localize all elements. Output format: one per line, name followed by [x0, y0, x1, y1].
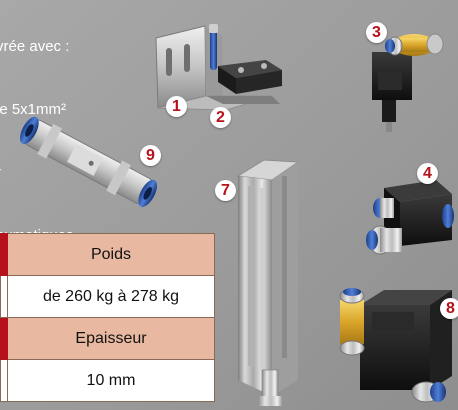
caption-line: r [0, 162, 136, 183]
cylindrical-fitting-part [20, 116, 158, 207]
thickness-label: Epaisseur [7, 317, 215, 360]
spec-spacer [0, 275, 8, 318]
spec-spacer [0, 359, 8, 402]
weight-value: de 260 kg à 278 kg [7, 275, 215, 318]
spec-accent [0, 233, 8, 276]
caption-line: le 5x1mm² [0, 101, 67, 118]
part-number-badge: 4 [417, 163, 438, 184]
thickness-value: 10 mm [7, 359, 215, 402]
aluminium-profile-part [236, 159, 300, 406]
part-number-badge: 8 [440, 298, 458, 319]
caption-text: vrée avec : le 5x1mm² r eumatiques [0, 0, 136, 267]
part-number-badge: 7 [215, 180, 236, 201]
part-number-badge: 9 [140, 145, 161, 166]
spec-row: Epaisseur [0, 317, 215, 360]
part-number-badge: 3 [366, 22, 387, 43]
valve-block-part [366, 180, 454, 255]
spec-row: 10 mm [0, 359, 215, 402]
part-number-badge: 2 [210, 107, 231, 128]
solenoid-valve-part [372, 33, 444, 132]
spec-row: Poids [0, 233, 215, 276]
spec-table: Poids de 260 kg à 278 kg Epaisseur 10 mm [0, 233, 215, 402]
part-number-badge: 1 [166, 96, 187, 117]
solenoid-coil-part [339, 288, 452, 403]
bracket-sensor-part [155, 24, 282, 111]
caption-line: vrée avec : [0, 38, 70, 55]
weight-label: Poids [7, 233, 215, 276]
spec-row: de 260 kg à 278 kg [0, 275, 215, 318]
spec-accent [0, 317, 8, 360]
